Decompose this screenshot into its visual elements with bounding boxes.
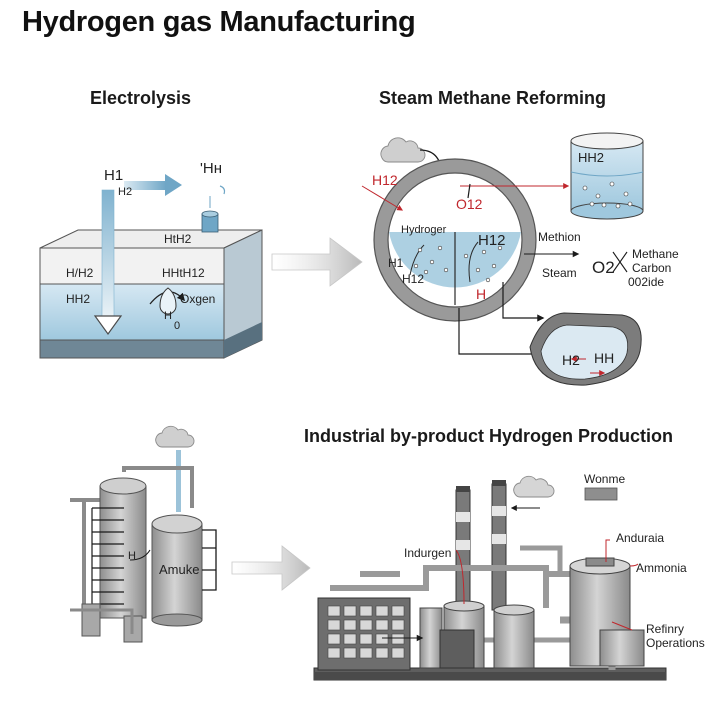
distillation-columns (70, 466, 217, 643)
red-inlet-line (361, 185, 404, 211)
smr-title: Steam Methane Reforming (379, 88, 607, 108)
methane-label: Methane (632, 247, 679, 261)
down-arrow-icon (93, 189, 123, 336)
refinery-label-line1: Refinry (646, 622, 685, 636)
flow-arrow-top-icon (271, 237, 363, 287)
methion-label: Methion (538, 230, 581, 244)
electrolysis-top-label: HtH2 (164, 232, 192, 246)
anduraia-label: Anduraia (616, 531, 665, 545)
tank-label: HH2 (578, 150, 605, 165)
smr-hydrogen-label: Hydroger (401, 224, 447, 236)
column-h-label: H (128, 550, 136, 562)
smr-h-red-label: H (476, 286, 487, 302)
electrolysis-left-low-label: HH2 (66, 292, 91, 306)
hydrogen-collector-dish (529, 312, 642, 386)
top-outlet-connector (467, 183, 471, 199)
industrial-title: Industrial by-product Hydrogen Productio… (304, 426, 673, 446)
electrolysis-vent-label: 'Hн (200, 160, 222, 177)
industrial-plant (313, 480, 667, 681)
smr-h12-inner-label: H12 (478, 232, 506, 249)
split-cross-icon (612, 251, 628, 273)
lower-pipe-1 (458, 308, 541, 358)
lower-pipe-2 (502, 282, 545, 322)
refinery-cloud-icon (513, 475, 555, 498)
electrolysis-title: Electrolysis (90, 88, 192, 108)
smr-cloud-icon (380, 137, 426, 163)
electrolysis-h1-label: H1 (104, 167, 124, 184)
smr-o12-label: O12 (456, 196, 483, 212)
vapor-stream (176, 450, 181, 512)
reforming-reactor (373, 158, 537, 322)
electrolysis-left-mid-label: H/H2 (66, 266, 94, 280)
industrial-cloud-icon (155, 425, 195, 448)
refinery-label-line2: Operations (646, 636, 705, 650)
indurgen-label: Indurgen (404, 546, 452, 560)
flow-arrow-bottom-icon (231, 545, 311, 591)
column-label: Amuke (159, 562, 200, 577)
dish-hh-label: HH (594, 350, 615, 366)
wonme-block (584, 487, 618, 501)
oxygen-bubble-icon (149, 287, 186, 315)
hydrogen-tank (570, 132, 644, 220)
o2-label: O2 (592, 258, 615, 277)
electrolysis-cell (39, 229, 263, 359)
smr-h12-left-label: H12 (402, 272, 425, 286)
electrolysis-h2-label: H2 (118, 186, 133, 198)
smr-h1-label: H1 (388, 256, 404, 270)
dioxide-label: 002ide (628, 275, 665, 289)
carbon-label: Carbon (632, 261, 672, 275)
ammonia-label: Ammonia (636, 561, 687, 575)
bubble-h-label: H (164, 310, 172, 322)
steam-label: Steam (542, 266, 577, 280)
oxygen-label: Oxgen (180, 292, 216, 306)
electrolysis-right-mid-label: HHtH12 (162, 266, 205, 280)
bubble-o-label: 0 (174, 320, 181, 332)
smr-h12-red-label: H12 (372, 172, 398, 188)
vent-cylinder-icon (201, 185, 226, 233)
wonme-label: Wonme (584, 472, 626, 486)
hydrogen-out-arrow-icon (124, 174, 182, 196)
page-title: Hydrogen gas Manufacturing (22, 6, 416, 38)
dish-h2-label: H2 (562, 352, 580, 368)
